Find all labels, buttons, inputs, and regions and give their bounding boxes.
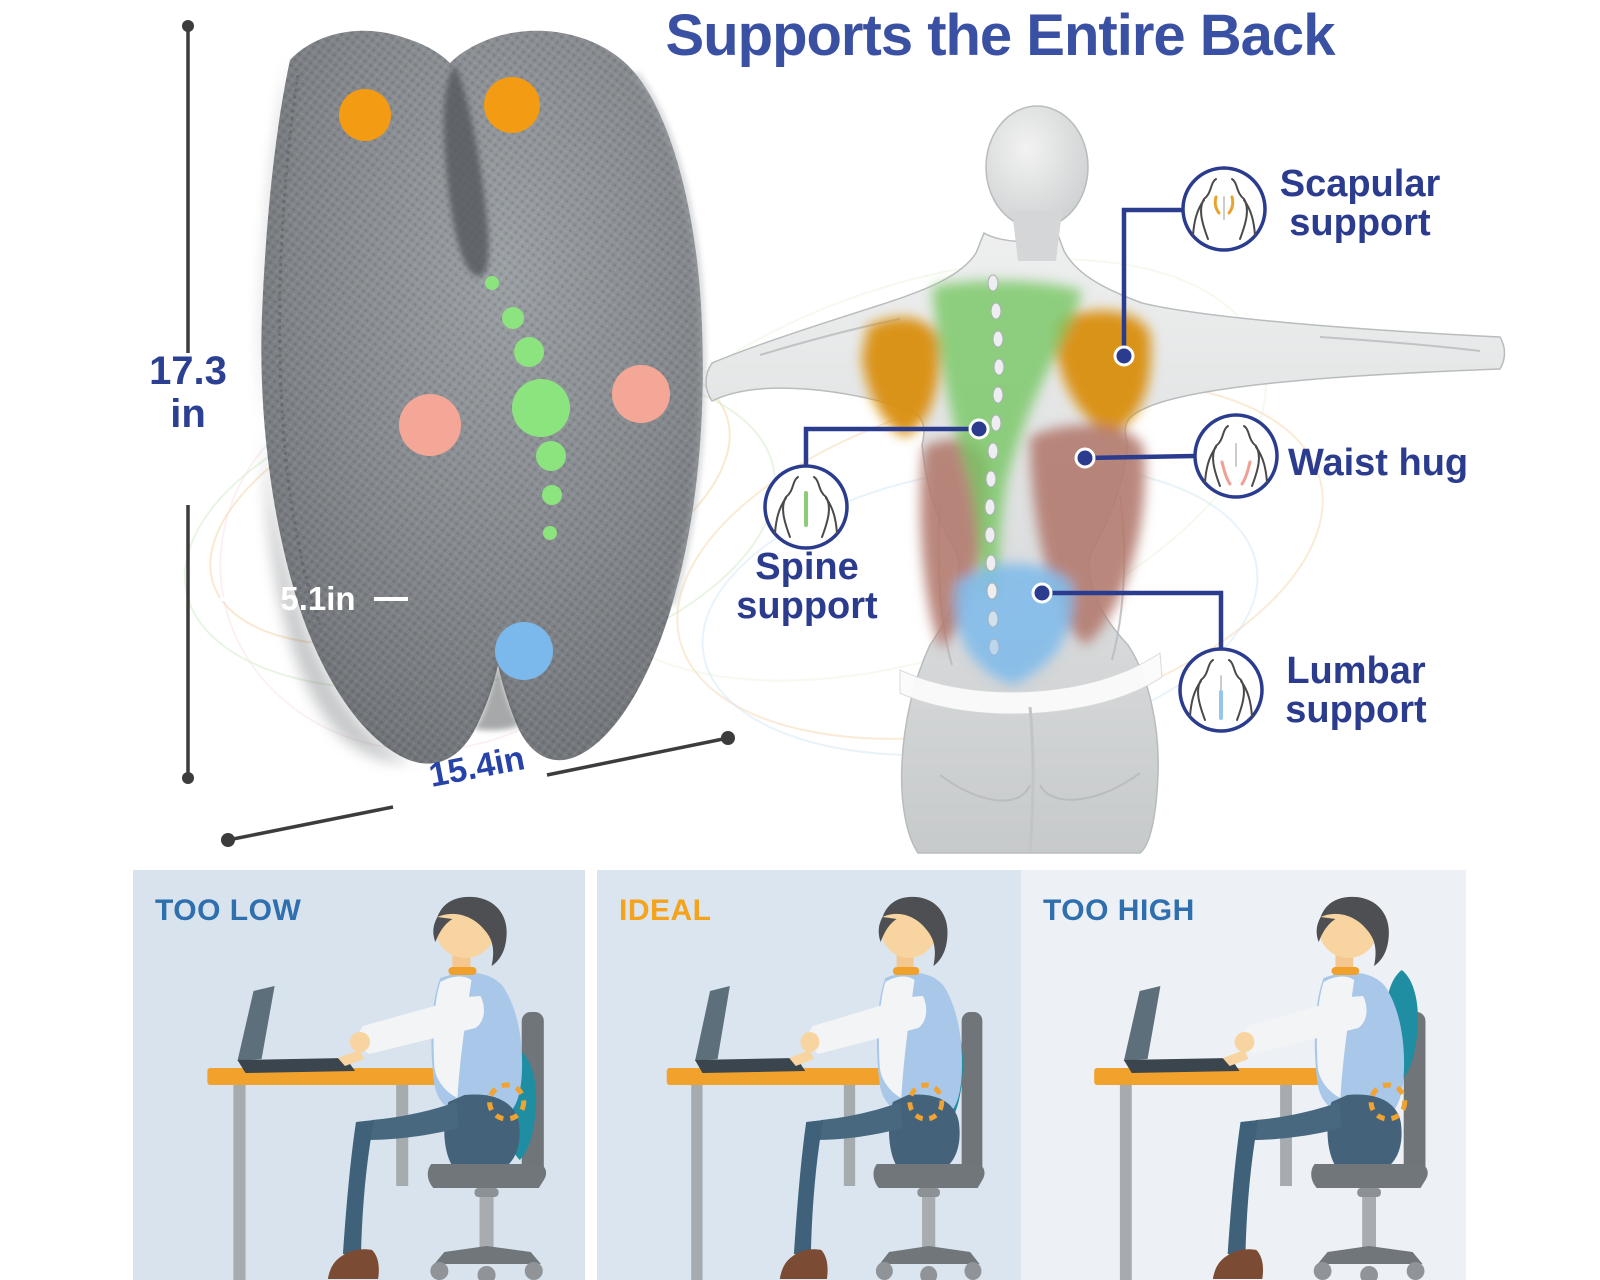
posture-scene-ideal <box>597 870 1021 1280</box>
callout-connectors <box>803 207 1224 649</box>
lumbar-target-circle <box>487 1082 527 1122</box>
spine-zone <box>932 280 1082 595</box>
sitting-person <box>789 896 962 1166</box>
panel-too-high: TOO HIGH <box>1021 870 1466 1280</box>
cushion-illustration <box>182 20 735 847</box>
desk <box>1094 1068 1322 1280</box>
laptop <box>1123 986 1240 1073</box>
scapular-zone <box>862 317 939 437</box>
laptop <box>694 986 806 1073</box>
chair-seat <box>427 1164 547 1188</box>
height-dimension-label: 17.3 in <box>149 349 227 437</box>
panel-ideal: IDEAL <box>597 870 1021 1280</box>
posture-scene-too-high <box>1021 870 1466 1280</box>
person-legs <box>1212 1102 1342 1279</box>
sitting-person <box>337 896 523 1166</box>
lumbar-target-circle <box>1368 1082 1408 1122</box>
desk <box>666 1068 884 1280</box>
panel-label: IDEAL <box>619 894 712 927</box>
sitting-person <box>1222 896 1405 1166</box>
waistband <box>899 652 1163 715</box>
panel-too-low: TOO LOW <box>133 870 585 1280</box>
chair-seat <box>1311 1164 1428 1188</box>
laptop <box>237 986 355 1073</box>
chair-back <box>961 1012 983 1184</box>
panel-label: TOO LOW <box>155 894 302 927</box>
person-legs <box>327 1102 459 1279</box>
lumbar-support-icon <box>1178 647 1264 733</box>
dimension-lines <box>182 20 735 847</box>
cushion-support-dots <box>339 77 670 680</box>
lumbar-target-circle <box>907 1082 945 1122</box>
person-legs <box>779 1102 903 1279</box>
waist-hug-label: Waist hug <box>1288 442 1469 484</box>
back-anatomy-figure <box>705 105 1506 854</box>
muscle-zones <box>862 280 1151 685</box>
chair-base <box>875 1188 982 1280</box>
waist-zone <box>920 439 989 649</box>
cushion-shape <box>261 30 706 764</box>
scapular-support-icon <box>1181 166 1267 252</box>
scapular-zone <box>1056 310 1151 435</box>
chair-base <box>430 1188 543 1280</box>
callout-dots <box>968 345 1135 604</box>
desk <box>207 1068 439 1280</box>
posture-scene-too-low <box>133 870 585 1280</box>
depth-dimension-label: 5.1in <box>280 580 356 617</box>
chair-base <box>1313 1188 1425 1280</box>
spine-support-icon <box>763 464 849 550</box>
spine-vertebrae <box>984 274 1005 656</box>
panel-label: TOO HIGH <box>1043 894 1195 927</box>
waist-hug-icon <box>1193 413 1279 499</box>
chair-seat <box>873 1164 985 1188</box>
page-title: Supports the Entire Back <box>665 3 1336 68</box>
